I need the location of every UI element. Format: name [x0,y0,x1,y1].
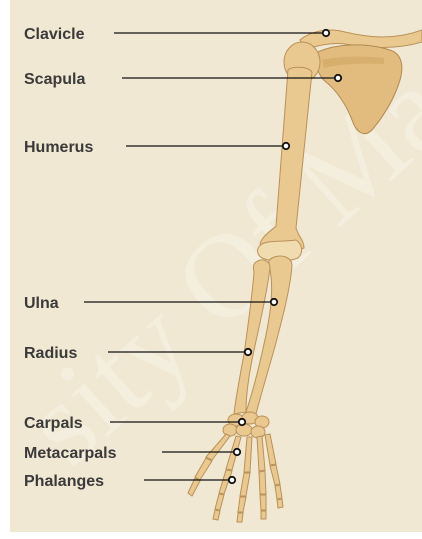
scapula-label: Scapula [24,71,85,88]
carpals-marker [239,419,245,425]
humerus-marker [283,143,289,149]
carpals-label: Carpals [24,415,83,432]
phalanges-marker [229,477,235,483]
metacarpal-bones [206,434,276,472]
radius-label: Radius [24,345,77,362]
radius-marker [245,349,251,355]
phalanx-bones [188,458,283,522]
carpal-bones [223,412,269,438]
scapula-marker [335,75,341,81]
ulna-label: Ulna [24,295,59,312]
ulna-marker [271,299,277,305]
metacarpals-label: Metacarpals [24,445,117,462]
humerus-label: Humerus [24,139,93,156]
clavicle-label: Clavicle [24,26,85,43]
phalanges-label: Phalanges [24,473,104,490]
clavicle-marker [323,30,329,36]
metacarpals-marker [234,449,240,455]
